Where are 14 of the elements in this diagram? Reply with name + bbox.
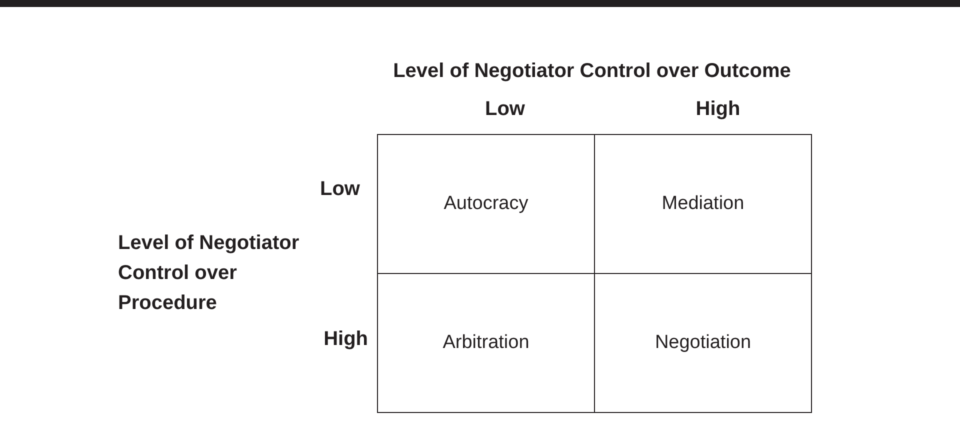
cell-label: Negotiation <box>654 332 752 354</box>
matrix-cell <box>594 273 812 413</box>
axis-label: Low <box>319 178 360 201</box>
axis-label: High <box>694 98 742 121</box>
cell-label: Arbitration <box>442 332 530 354</box>
matrix-cell <box>594 134 812 274</box>
axis-label: High <box>322 328 368 351</box>
matrix-cell <box>377 134 595 274</box>
cell-label: Mediation <box>662 193 744 215</box>
cell-label: Autocracy <box>444 193 528 215</box>
matrix-cell <box>377 273 595 413</box>
axis-label: Level of Negotiator Control over Procedure <box>118 231 300 316</box>
axis-title: Level of Negotiator Control over Outcome <box>392 60 792 83</box>
axis-label: Low <box>484 98 526 121</box>
